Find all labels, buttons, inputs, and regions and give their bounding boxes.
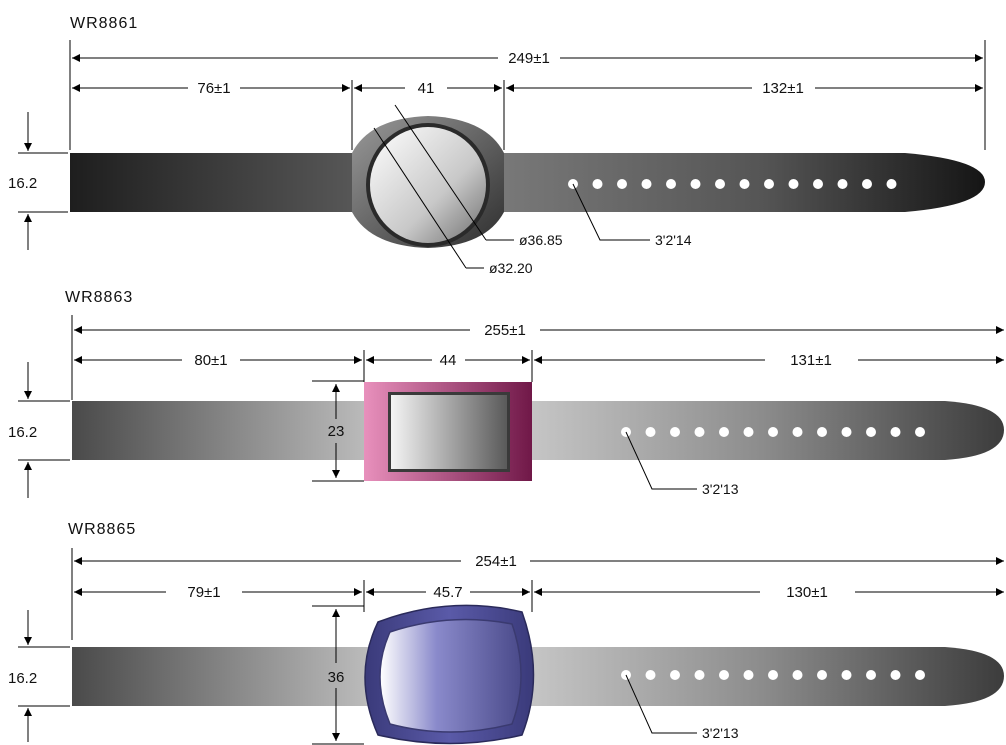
strap-hole xyxy=(690,179,701,189)
strap-hole xyxy=(866,427,876,437)
strap-hole xyxy=(670,670,680,680)
strap-hole xyxy=(866,670,876,680)
strap-hole xyxy=(666,179,676,189)
model-wr8861: WR8861 249±1 76±1 41 132±1 16.2 xyxy=(8,15,986,276)
right-strap-length: 131±1 xyxy=(790,352,832,369)
strap-hole xyxy=(645,427,656,437)
strap-hole xyxy=(694,427,705,437)
model-wr8863: WR8863 255±1 80±1 44 131±1 16.2 23 xyxy=(8,289,1004,498)
right-strap xyxy=(490,153,985,212)
right-strap xyxy=(520,647,1004,706)
overall-length: 254±1 xyxy=(475,553,517,570)
model-wr8865: WR8865 254±1 79±1 45.7 130±1 16.2 36 xyxy=(8,521,1004,745)
strap-hole xyxy=(743,670,754,680)
case-width: 41 xyxy=(418,80,435,97)
left-strap-length: 76±1 xyxy=(197,80,230,97)
strap-hole xyxy=(764,179,774,189)
strap-hole xyxy=(792,670,803,680)
strap-hole xyxy=(915,670,925,680)
strap-width: 16.2 xyxy=(8,424,37,441)
model-name: WR8865 xyxy=(68,521,136,538)
strap-hole xyxy=(890,670,901,680)
left-strap-length: 79±1 xyxy=(187,584,220,601)
strap-hole xyxy=(739,179,750,189)
strap-hole xyxy=(743,427,754,437)
strap-hole xyxy=(715,179,725,189)
left-strap xyxy=(72,401,372,460)
strap-hole xyxy=(837,179,848,189)
strap-holes xyxy=(621,427,925,437)
watch-face xyxy=(379,618,522,733)
leader-line xyxy=(625,674,697,734)
overall-length: 249±1 xyxy=(508,50,550,67)
strap-hole xyxy=(768,670,778,680)
strap-hole xyxy=(617,179,627,189)
strap-hole xyxy=(841,427,852,437)
leader-line xyxy=(394,104,487,241)
holes-label: 3'2'13 xyxy=(702,481,739,497)
strap-hole xyxy=(694,670,705,680)
strap-width: 16.2 xyxy=(8,175,37,192)
strap-hole xyxy=(592,179,603,189)
strap-hole xyxy=(890,427,901,437)
strap-hole xyxy=(792,427,803,437)
strap-hole xyxy=(670,427,680,437)
leader-line xyxy=(625,431,697,490)
strap-hole xyxy=(862,179,872,189)
right-strap-length: 130±1 xyxy=(786,584,828,601)
dial-diameter-label: ø32.20 xyxy=(489,260,533,276)
holes-label: 3'2'13 xyxy=(702,725,739,741)
strap-hole xyxy=(813,179,823,189)
case-height: 23 xyxy=(328,423,345,440)
strap-hole xyxy=(817,670,827,680)
overall-length: 255±1 xyxy=(484,322,526,339)
strap-hole xyxy=(886,179,897,189)
strap-hole xyxy=(817,427,827,437)
right-strap xyxy=(520,401,1004,460)
face-diameter-label: ø36.85 xyxy=(519,232,563,248)
watch-face xyxy=(391,395,507,469)
model-name: WR8861 xyxy=(70,15,138,32)
right-strap-length: 132±1 xyxy=(762,80,804,97)
leader-line xyxy=(572,183,650,241)
strap-hole xyxy=(641,179,652,189)
case-width: 44 xyxy=(440,352,457,369)
strap-hole xyxy=(841,670,852,680)
strap-hole xyxy=(788,179,799,189)
model-name: WR8863 xyxy=(65,289,133,306)
case-height: 36 xyxy=(328,669,345,686)
strap-width: 16.2 xyxy=(8,670,37,687)
strap-hole xyxy=(719,427,729,437)
holes-label: 3'2'14 xyxy=(655,232,692,248)
strap-hole xyxy=(719,670,729,680)
strap-holes xyxy=(621,670,925,680)
case-width: 45.7 xyxy=(433,584,462,601)
strap-hole xyxy=(915,427,925,437)
left-strap-length: 80±1 xyxy=(194,352,227,369)
leader-line xyxy=(373,127,467,269)
strap-hole xyxy=(768,427,778,437)
watch-face xyxy=(370,127,486,243)
strap-holes xyxy=(568,179,897,189)
left-strap xyxy=(72,647,372,706)
strap-hole xyxy=(645,670,656,680)
left-strap xyxy=(70,153,370,212)
